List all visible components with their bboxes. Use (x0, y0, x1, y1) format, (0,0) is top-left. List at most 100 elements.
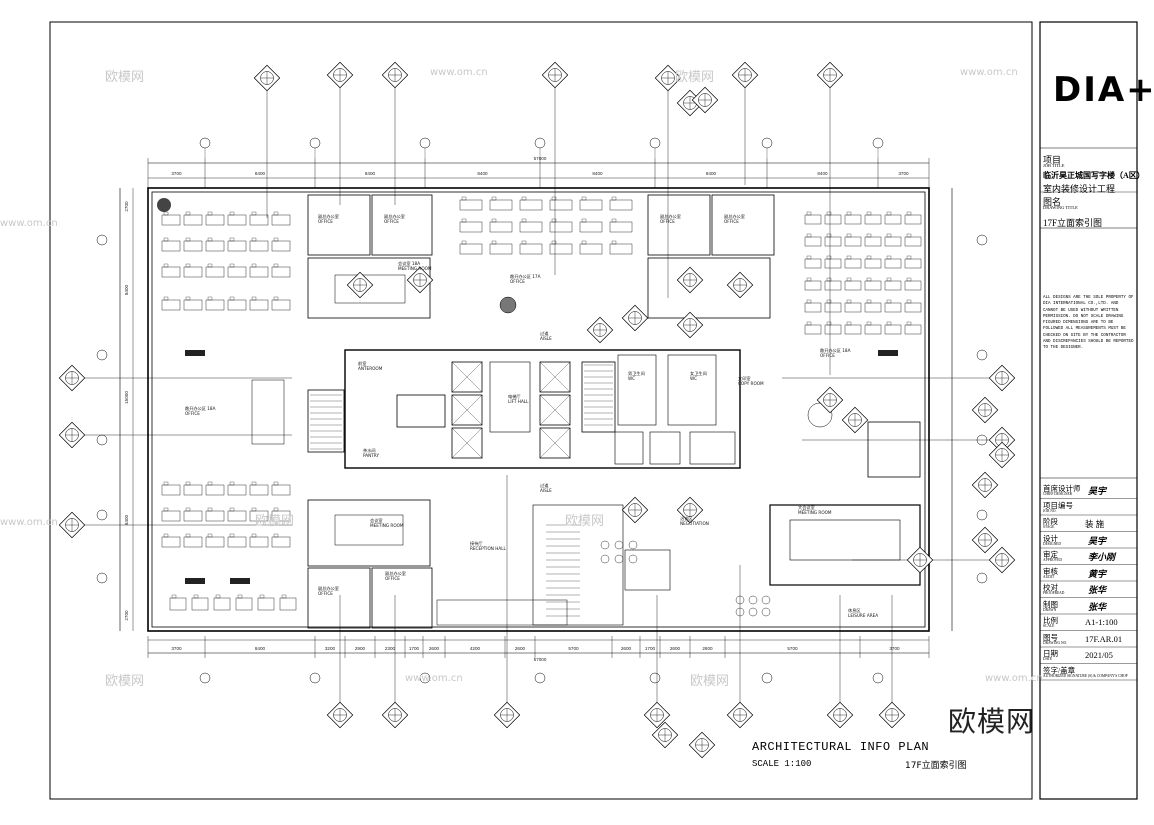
chair (185, 211, 191, 216)
workstation-desk (249, 510, 269, 522)
room-label-en: MEETING ROOM (798, 510, 832, 515)
workstation-desk (227, 536, 247, 548)
room-label-en: COPY ROOM (738, 381, 764, 386)
room-label-en: OFFICE (318, 591, 333, 596)
chair (906, 211, 912, 216)
chair (273, 237, 279, 242)
office-room (711, 194, 775, 256)
workstation-desk (804, 280, 822, 291)
workstation-desk (824, 324, 842, 335)
dimension-label: 3200 (325, 646, 336, 651)
room-label: 会议室 18A (398, 260, 420, 267)
watermark-url: www.om.cn (405, 673, 463, 684)
room-label: 女卫生间 (690, 370, 707, 377)
drawing-name: 17F立面索引图 (1043, 218, 1103, 228)
workstation-desk (205, 214, 225, 226)
workstation-desk (271, 536, 291, 548)
title-block-label-en: DESIGNED (1043, 541, 1061, 546)
workstation-desk (205, 299, 225, 311)
workstation-desk (824, 280, 842, 291)
chair (273, 533, 279, 538)
workstation-desk (884, 280, 902, 291)
project-label: 项目 (1043, 155, 1062, 165)
restroom (667, 354, 717, 426)
chair (866, 211, 872, 216)
workstation-desk (844, 302, 862, 313)
chair (581, 240, 587, 245)
room-label: 敞开办公区 17A (510, 273, 541, 280)
elevation-index-marker (346, 271, 374, 299)
room-label: 茶水间 (363, 447, 376, 454)
lounge-chair (600, 554, 610, 564)
workstation-desk (183, 299, 203, 311)
workstation-desk (249, 536, 269, 548)
chair (251, 507, 257, 512)
workstation-desk (904, 258, 922, 269)
workstation-desk (489, 221, 513, 233)
workstation-desk (227, 266, 247, 278)
watermark: 欧模网 (105, 70, 145, 85)
workstation-desk (804, 214, 822, 225)
workstation-desk (884, 214, 902, 225)
workstation-desk (459, 221, 483, 233)
chair (826, 233, 832, 238)
chair (171, 594, 177, 599)
grid-bubble (309, 672, 321, 684)
elevation-index-marker (58, 364, 292, 392)
chair (846, 299, 852, 304)
elevator-shaft (539, 361, 571, 393)
chair (806, 233, 812, 238)
title-block-label-en: APPROVED (1043, 558, 1062, 562)
elevation-index-marker (852, 546, 1016, 574)
room-label-en: MEETING ROOM (370, 523, 404, 528)
title-block-label: 阶段 (1043, 517, 1058, 526)
elevation-index-marker (541, 61, 569, 275)
workstation-desk (205, 536, 225, 548)
elevator-shaft (539, 427, 571, 459)
workstation-desk (249, 240, 269, 252)
watermark: 欧模网 (690, 674, 730, 689)
elevation-index-marker (381, 61, 409, 205)
title-block-label: 比例 (1043, 616, 1058, 625)
office-room (371, 567, 433, 629)
watermark-url: www.om.cn (960, 67, 1018, 78)
title-block-label: 校对 (1043, 583, 1058, 592)
chair (806, 277, 812, 282)
dimension-label: 8400 (706, 171, 717, 176)
dimension-label: 8400 (124, 284, 129, 295)
chair (806, 211, 812, 216)
room-label: 大会议室 (798, 504, 815, 511)
dimension-label: 8400 (817, 171, 828, 176)
title-block-value: 2021/05 (1085, 650, 1113, 660)
workstation-desk (183, 510, 203, 522)
dimension-label: 8400 (365, 171, 376, 176)
chair (163, 211, 169, 216)
chair (906, 277, 912, 282)
stair (307, 389, 345, 453)
office-room (647, 257, 771, 319)
office-room (307, 194, 371, 256)
workstation-desk (161, 536, 181, 548)
room-label-en: LIFT HALL (508, 399, 529, 404)
chair (251, 481, 257, 486)
chair (185, 507, 191, 512)
title-block-value: A1-1:100 (1085, 617, 1118, 627)
dimension-label: 2900 (355, 646, 366, 651)
workstation-desk (804, 236, 822, 247)
title-block-label: 项目编号 (1043, 500, 1073, 510)
room-label-en: PANTRY (363, 453, 379, 458)
chair (229, 533, 235, 538)
elevation-index-marker (782, 364, 1016, 392)
workstation-desk (824, 258, 842, 269)
workstation-desk (459, 243, 483, 255)
chair (846, 277, 852, 282)
room-label: 电梯厅 (508, 393, 521, 400)
grid-bubble (309, 137, 321, 149)
service-room (689, 431, 736, 465)
room-label: 文印室 (738, 375, 751, 382)
title-block-label-en: DRAWN (1043, 607, 1057, 612)
chair (806, 299, 812, 304)
workstation-desk (249, 214, 269, 226)
title-block-value: 装 施 (1085, 519, 1105, 529)
chair (461, 240, 467, 245)
